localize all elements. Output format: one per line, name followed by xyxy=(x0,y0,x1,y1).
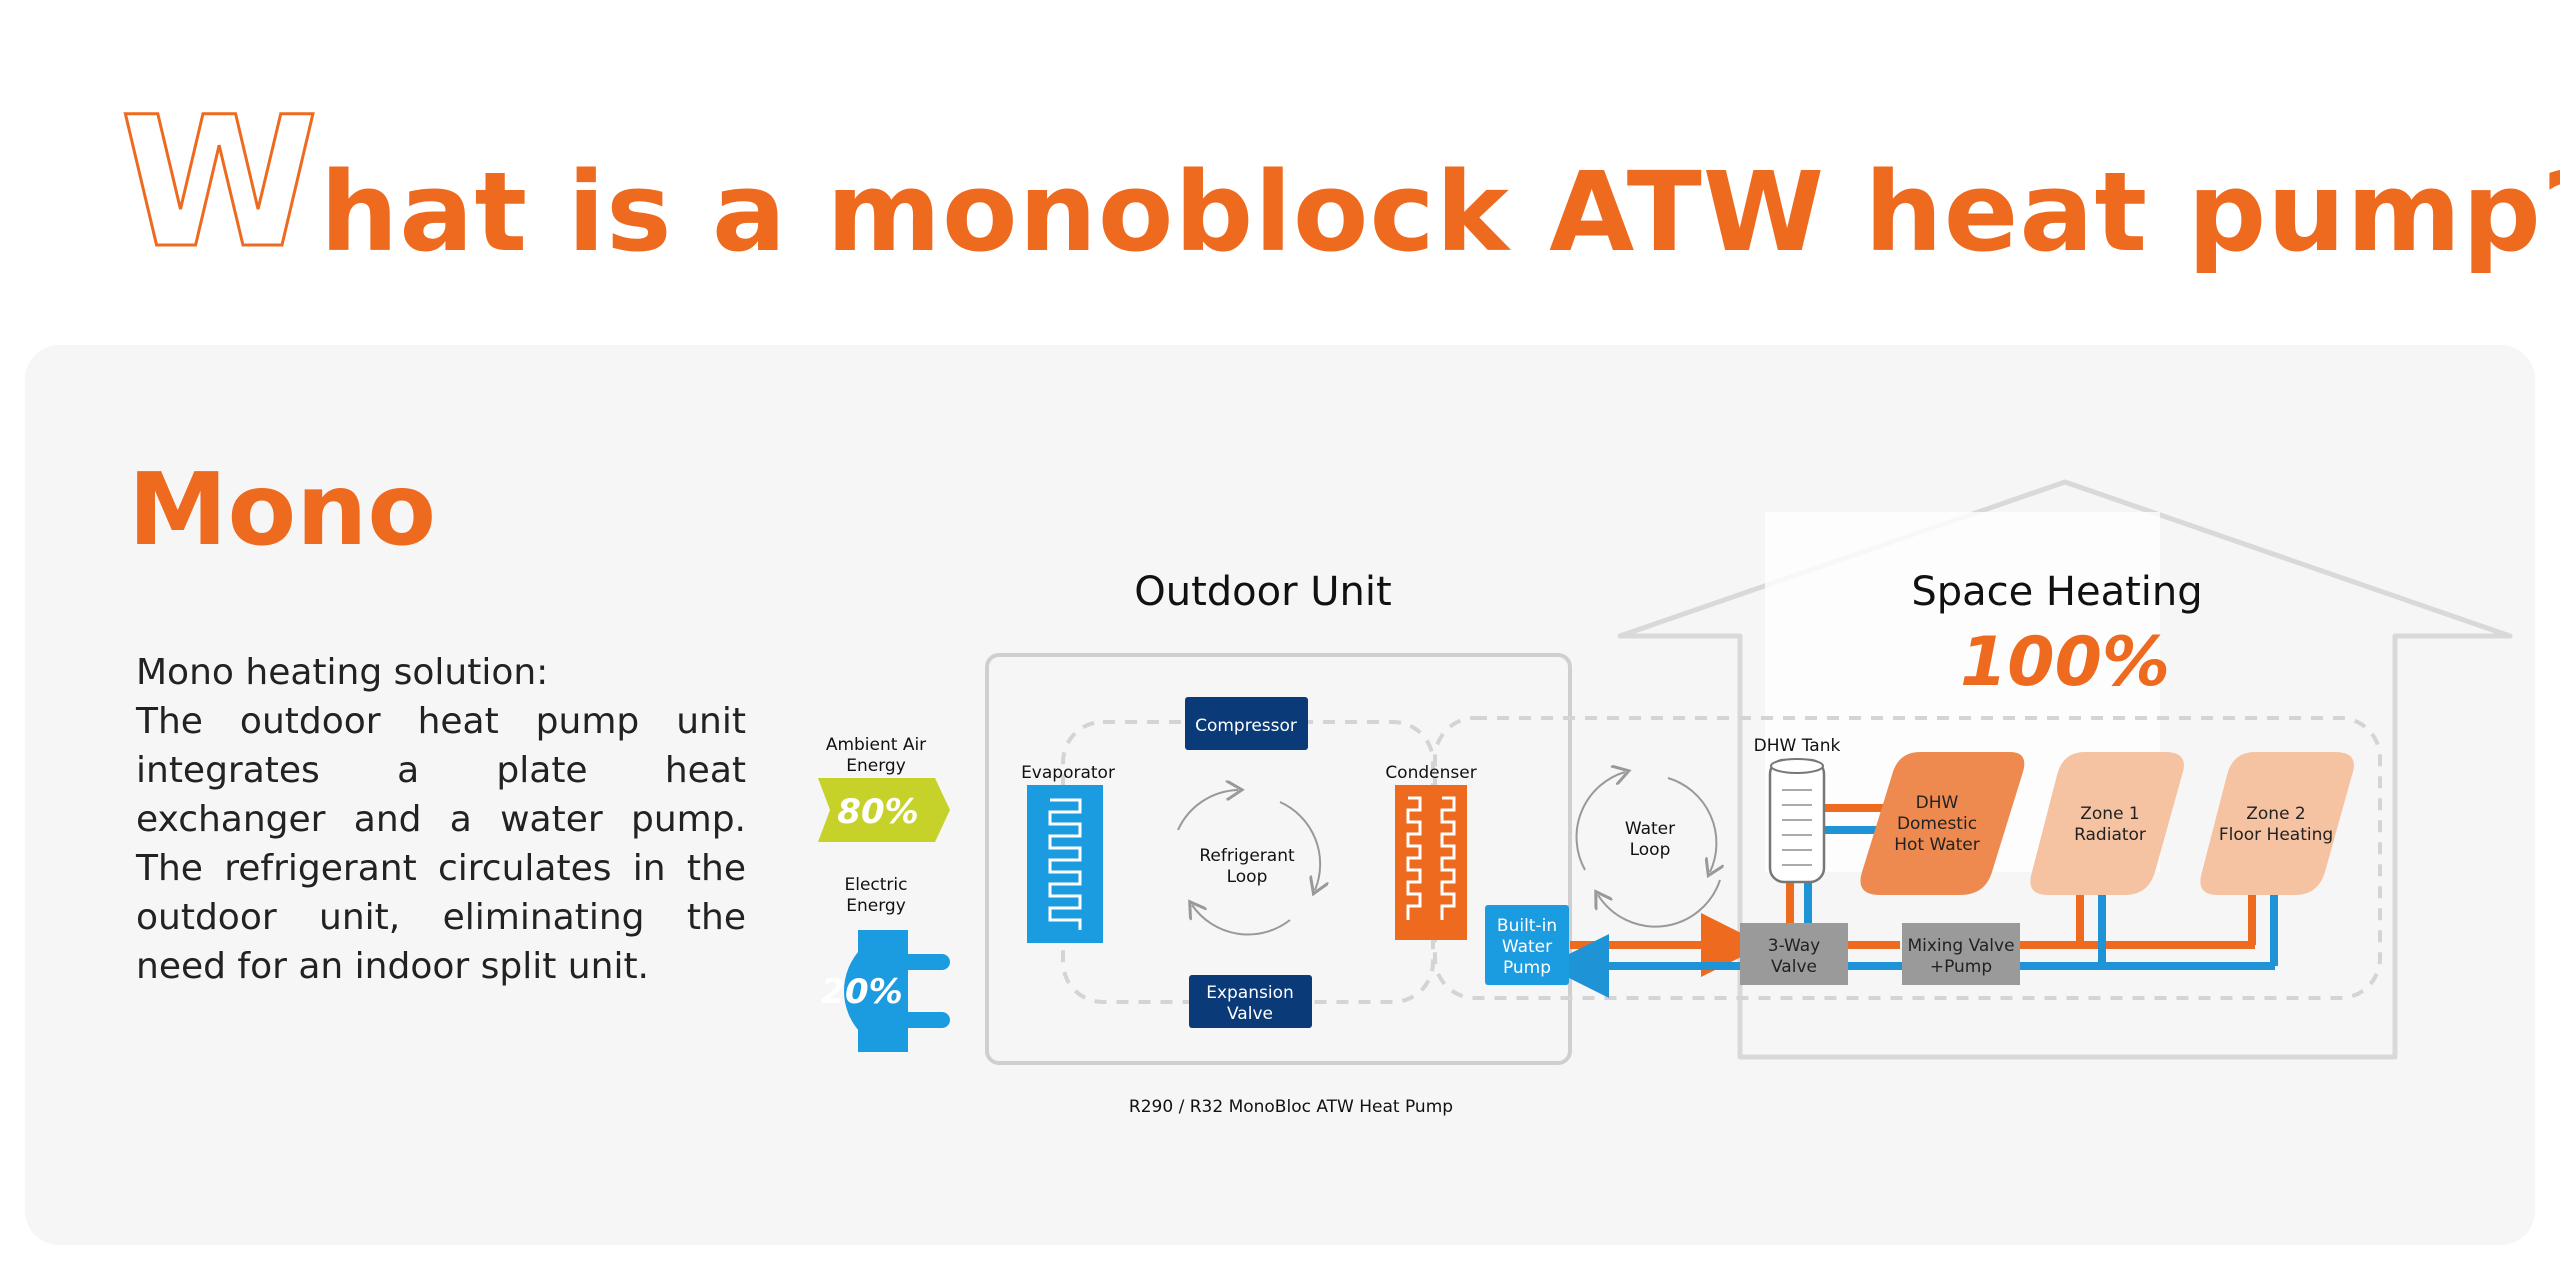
three-way-valve-box xyxy=(1740,923,1848,985)
condenser-coil-icon xyxy=(1406,796,1456,920)
ambient-label: Ambient Air xyxy=(826,735,926,755)
electric-label: Electric xyxy=(845,875,908,895)
zone1-label: Zone 1 xyxy=(2080,804,2140,824)
dhw-label-2: Domestic xyxy=(1897,814,1977,834)
water-loop-arrow xyxy=(1598,879,1721,928)
expansion-valve-label-2: Valve xyxy=(1227,1004,1273,1024)
description-line: The refrigerant circulates in the xyxy=(136,848,746,889)
expansion-valve-box xyxy=(1189,975,1312,1028)
refrigerant-loop-arrow xyxy=(1279,801,1320,890)
condenser-label: Condenser xyxy=(1385,763,1476,783)
diagram-caption: R290 / R32 MonoBloc ATW Heat Pump xyxy=(1129,1097,1453,1117)
refrigerant-loop-arrow xyxy=(1177,790,1238,831)
electric-label-2: Energy xyxy=(846,896,906,916)
condenser-block xyxy=(1395,785,1467,940)
evaporator-coil-icon xyxy=(1048,798,1082,930)
water-loop-arrow xyxy=(1667,777,1716,872)
zone1-radiator-blob xyxy=(2030,752,2184,895)
description-line: Mono heating solution: xyxy=(136,652,549,693)
plug-prong-top xyxy=(900,954,950,970)
zone2-label: Zone 2 xyxy=(2246,804,2306,824)
evaporator-label: Evaporator xyxy=(1021,763,1115,783)
zone1-label-2: Radiator xyxy=(2074,825,2146,845)
refrigerant-loop-label-2: Loop xyxy=(1227,867,1268,887)
ambient-arrow-icon xyxy=(818,778,950,842)
refrigerant-loop-arrow xyxy=(1192,905,1291,936)
dhw-label: DHW xyxy=(1916,793,1959,813)
dhw-tank-top xyxy=(1770,758,1824,774)
builtin-pump-label-2: Water xyxy=(1502,937,1552,957)
title-outline-letter: W xyxy=(120,95,320,255)
builtin-pump-box xyxy=(1485,905,1569,985)
three-way-valve-label: 3-Way xyxy=(1768,936,1820,956)
svg-text:W: W xyxy=(120,95,319,255)
description-line: integrates a plate heat xyxy=(136,750,746,791)
three-way-valve-label-2: Valve xyxy=(1771,957,1817,977)
zone2-label-2: Floor Heating xyxy=(2219,825,2333,845)
electric-percentage: 20% xyxy=(821,972,902,1012)
builtin-pump-label: Built-in xyxy=(1497,916,1557,936)
water-loop-label-2: Loop xyxy=(1630,840,1671,860)
dhw-tank-coil xyxy=(1782,789,1812,866)
description-line: need for an indoor split unit. xyxy=(136,946,649,987)
space-heating-percentage: 100% xyxy=(1960,623,2170,702)
ambient-label-2: Energy xyxy=(846,756,906,776)
plug-body xyxy=(858,930,908,1052)
compressor-box xyxy=(1185,697,1308,750)
water-loop-label: Water xyxy=(1625,819,1675,839)
expansion-valve-label: Expansion xyxy=(1206,983,1294,1003)
dhw-tank-label: DHW Tank xyxy=(1754,736,1841,756)
builtin-pump-label-3: Pump xyxy=(1503,958,1551,978)
title-text: hat is a monoblock ATW heat pump? xyxy=(320,148,2560,276)
plug-prong-bottom xyxy=(900,1012,950,1028)
dhw-label-3: Hot Water xyxy=(1894,835,1980,855)
outdoor-unit-box xyxy=(985,653,1572,1065)
description-line: The outdoor heat pump unit xyxy=(136,701,746,742)
mixing-valve-label-2: +Pump xyxy=(1930,957,1992,977)
water-loop-arrow xyxy=(1575,772,1625,871)
ambient-percentage: 80% xyxy=(837,792,918,832)
section-description: Mono heating solution: The outdoor heat … xyxy=(136,648,746,991)
zone2-floor-heating-blob xyxy=(2200,752,2354,895)
house-outline xyxy=(1617,479,2513,1060)
description-line: exchanger and a water pump. xyxy=(136,799,746,840)
compressor-label: Compressor xyxy=(1195,716,1297,736)
outdoor-unit-title: Outdoor Unit xyxy=(1134,569,1391,615)
section-title: Mono xyxy=(128,451,437,568)
space-heating-title: Space Heating xyxy=(1911,569,2202,615)
dhw-domestic-hot-water-blob xyxy=(1860,752,2025,895)
description-line: outdoor unit, eliminating the xyxy=(136,897,746,938)
mixing-valve-box xyxy=(1902,923,2020,985)
refrigerant-loop-label: Refrigerant xyxy=(1199,846,1295,866)
mixing-valve-label: Mixing Valve xyxy=(1907,936,2014,956)
